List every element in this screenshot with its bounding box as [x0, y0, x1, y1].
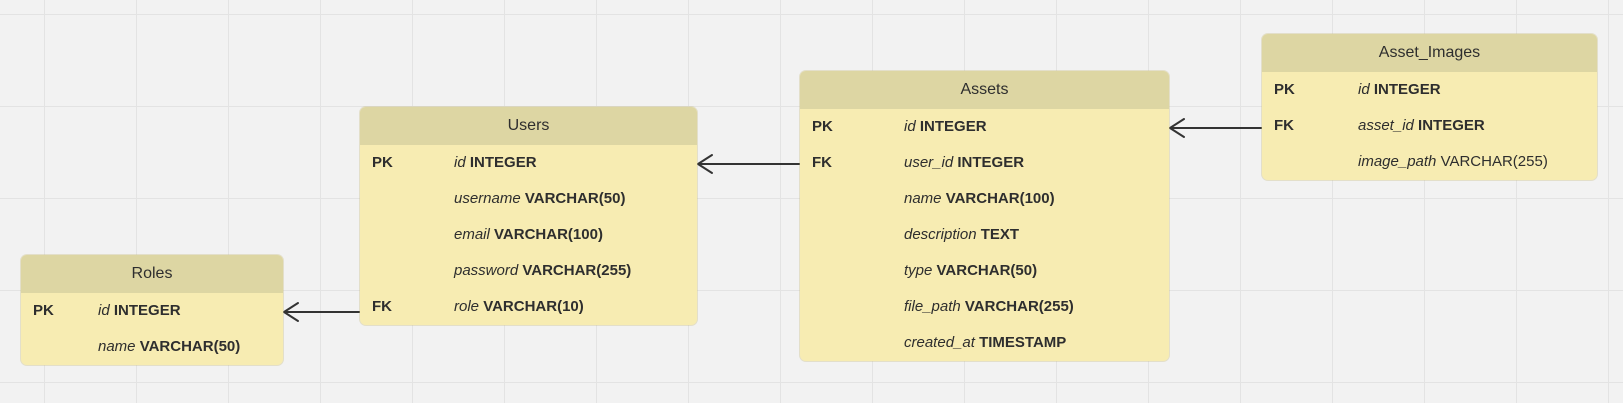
field-name: type	[904, 262, 933, 279]
field-type: VARCHAR(10)	[483, 298, 584, 315]
asset-images-row[interactable]: PK id INTEGER	[1262, 72, 1597, 108]
asset-images-table[interactable]: Asset_Images PK id INTEGER FK asset_id INTE…	[1262, 34, 1597, 180]
field-name: role	[454, 298, 480, 315]
field-name: id	[1358, 81, 1370, 98]
field: user_id INTEGER	[904, 145, 1024, 181]
assets-row[interactable]: PK id INTEGER	[800, 109, 1169, 145]
field-name: name	[904, 190, 942, 207]
field: image_path VARCHAR(255)	[1358, 144, 1548, 180]
field-name: username	[454, 190, 521, 207]
field-type: VARCHAR(100)	[945, 190, 1055, 207]
roles-table-title: Roles	[21, 255, 283, 293]
key-badge: PK	[372, 154, 393, 171]
key-badge: FK	[372, 298, 392, 315]
field: id INTEGER	[904, 109, 987, 145]
field: name VARCHAR(50)	[98, 329, 240, 365]
roles-row[interactable]: PK id INTEGER	[21, 293, 283, 329]
field-type: VARCHAR(255)	[522, 262, 632, 279]
field: username VARCHAR(50)	[454, 181, 625, 217]
field-name: id	[454, 154, 466, 171]
roles-row[interactable]: name VARCHAR(50)	[21, 329, 283, 365]
field-type: VARCHAR(100)	[494, 226, 603, 243]
key-badge: FK	[1274, 117, 1294, 134]
users-row[interactable]: FK role VARCHAR(10)	[360, 289, 697, 325]
connector-assets-user-id-to-users	[697, 154, 801, 174]
field: email VARCHAR(100)	[454, 217, 603, 253]
field-name: password	[454, 262, 519, 279]
field-type: INTEGER	[1418, 117, 1485, 134]
field-type: VARCHAR(50)	[936, 262, 1038, 279]
field-name: name	[98, 338, 136, 355]
field: password VARCHAR(255)	[454, 253, 631, 289]
field-type: INTEGER	[919, 118, 987, 135]
field-type: VARCHAR(255)	[964, 298, 1074, 315]
field-name: id	[904, 118, 916, 135]
users-table-title: Users	[360, 107, 697, 145]
assets-row[interactable]: type VARCHAR(50)	[800, 253, 1169, 289]
field: created_at TIMESTAMP	[904, 325, 1066, 361]
field-name: asset_id	[1358, 117, 1414, 134]
field-name: id	[98, 302, 110, 319]
field: id INTEGER	[1358, 72, 1441, 108]
field-name: email	[454, 226, 490, 243]
field-type: INTEGER	[113, 302, 181, 319]
field: id INTEGER	[98, 293, 181, 329]
assets-row[interactable]: file_path VARCHAR(255)	[800, 289, 1169, 325]
field-type: TIMESTAMP	[979, 334, 1067, 351]
connector-users-role-to-roles	[283, 302, 361, 322]
field-type: INTEGER	[469, 154, 537, 171]
field-type: INTEGER	[1373, 81, 1441, 98]
field: description TEXT	[904, 217, 1019, 253]
asset-images-table-title: Asset_Images	[1262, 34, 1597, 72]
asset-images-row[interactable]: image_path VARCHAR(255)	[1262, 144, 1597, 180]
users-row[interactable]: username VARCHAR(50)	[360, 181, 697, 217]
key-badge: PK	[1274, 81, 1295, 98]
connector-asset-images-asset-id-to-assets	[1169, 118, 1263, 138]
key-badge: PK	[33, 302, 54, 319]
users-row[interactable]: PK id INTEGER	[360, 145, 697, 181]
assets-row[interactable]: FK user_id INTEGER	[800, 145, 1169, 181]
field-type: VARCHAR(50)	[524, 190, 626, 207]
field-name: file_path	[904, 298, 961, 315]
field-type: TEXT	[980, 226, 1020, 243]
field-name: description	[904, 226, 977, 243]
field: id INTEGER	[454, 145, 537, 181]
field: asset_id INTEGER	[1358, 108, 1485, 144]
assets-row[interactable]: name VARCHAR(100)	[800, 181, 1169, 217]
key-badge: FK	[812, 154, 832, 171]
assets-row[interactable]: created_at TIMESTAMP	[800, 325, 1169, 361]
field-name: user_id	[904, 154, 954, 171]
assets-table-title: Assets	[800, 71, 1169, 109]
field: name VARCHAR(100)	[904, 181, 1055, 217]
assets-row[interactable]: description TEXT	[800, 217, 1169, 253]
field-name: created_at	[904, 334, 975, 351]
field-type: INTEGER	[957, 154, 1025, 171]
users-row[interactable]: password VARCHAR(255)	[360, 253, 697, 289]
key-badge: PK	[812, 118, 833, 135]
field-type: VARCHAR(255)	[1440, 153, 1548, 170]
asset-images-row[interactable]: FK asset_id INTEGER	[1262, 108, 1597, 144]
field-name: image_path	[1358, 153, 1437, 170]
field: file_path VARCHAR(255)	[904, 289, 1074, 325]
field: role VARCHAR(10)	[454, 289, 584, 325]
users-row[interactable]: email VARCHAR(100)	[360, 217, 697, 253]
field-type: VARCHAR(50)	[139, 338, 241, 355]
field: type VARCHAR(50)	[904, 253, 1037, 289]
